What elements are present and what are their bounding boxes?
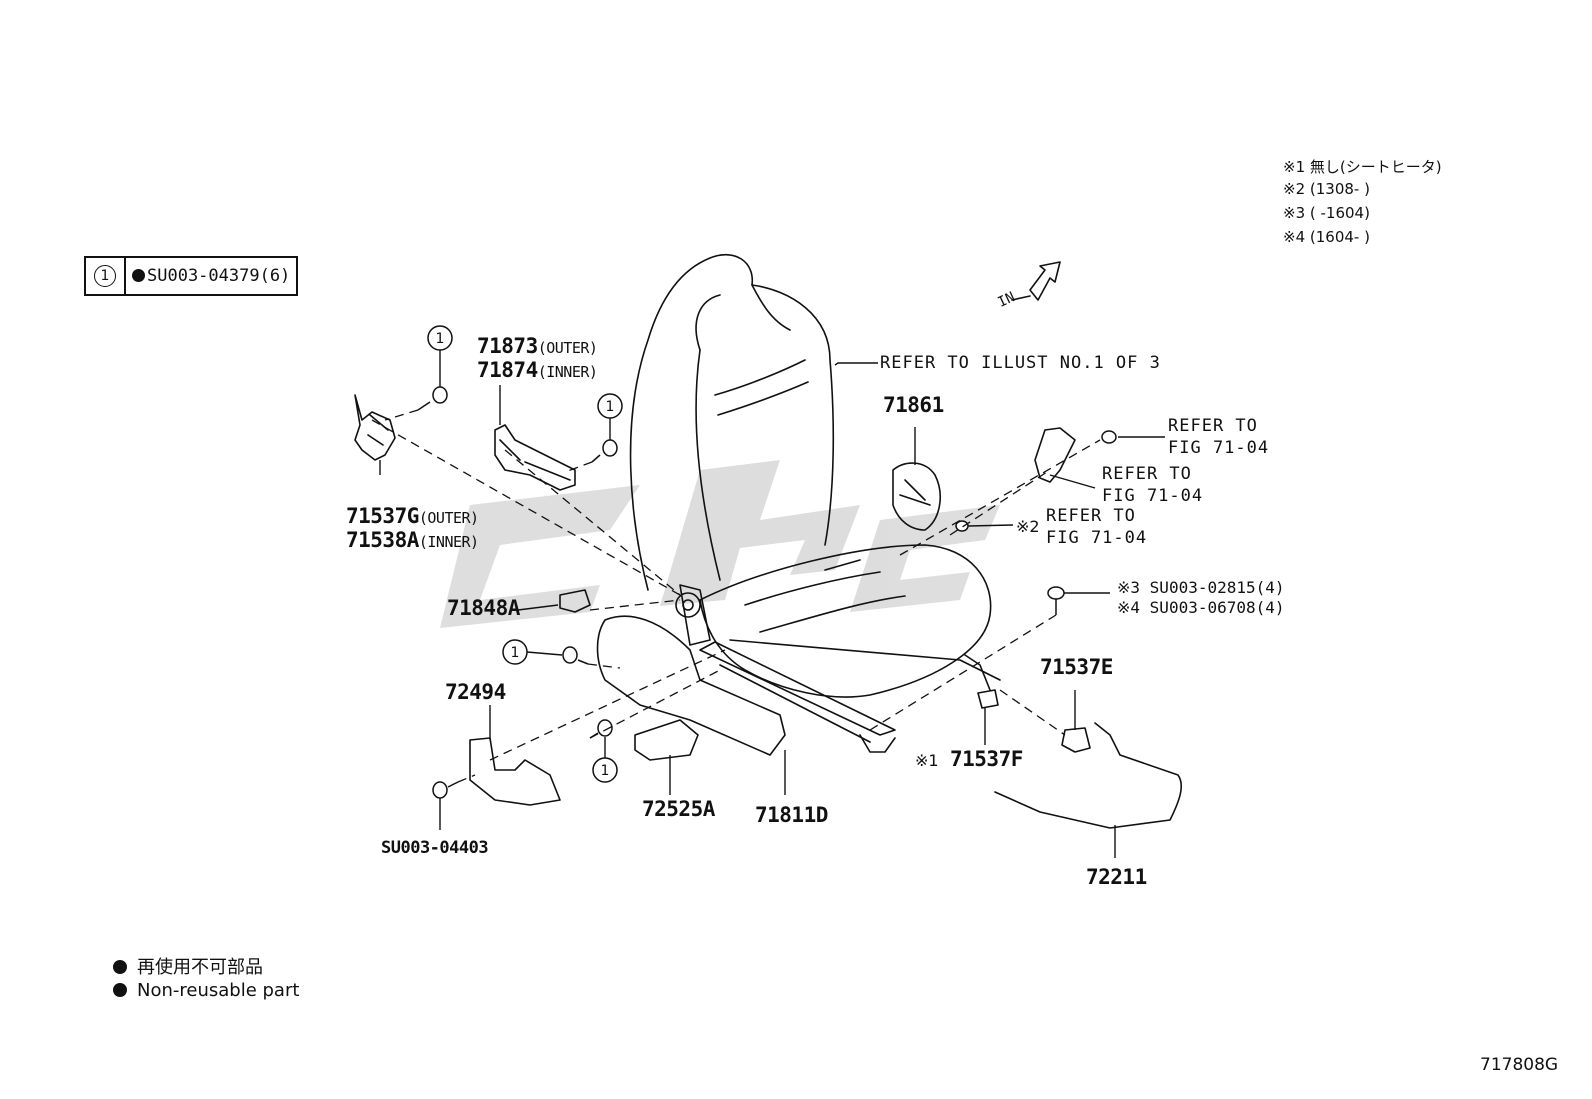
- part-71811D: 71811D: [755, 803, 828, 827]
- part-SU003-04403: SU003-04403: [381, 838, 489, 858]
- shield-71811D: [596, 615, 786, 756]
- part-71537G: 71537G(OUTER): [346, 504, 479, 528]
- legend-en: Non-reusable part: [137, 980, 300, 1001]
- figure-id: 717808G: [1480, 1055, 1559, 1075]
- refer-illust-label: REFER TO ILLUST NO.1 OF 3: [880, 353, 1161, 373]
- legend-dot-icon: [113, 983, 127, 997]
- callout-marker: 1: [94, 265, 116, 287]
- legend-jp: 再使用不可部品: [137, 957, 263, 978]
- note-3: ※3 ( -1604): [1283, 204, 1370, 222]
- refer-fig-a-line1: REFER TO: [1168, 416, 1258, 436]
- marker-1b: 1: [606, 399, 615, 415]
- part-71538A: 71538A(INNER): [346, 528, 479, 552]
- watermark: [440, 460, 1000, 628]
- part-71874: 71874(INNER): [477, 358, 598, 382]
- refer-fig-a-line2: FIG 71-04: [1168, 438, 1270, 458]
- legend-dot-icon: [113, 960, 127, 974]
- marker-1a: 1: [436, 331, 445, 347]
- harness-72211: [994, 722, 1182, 829]
- seat-cushion-outline: [699, 544, 992, 698]
- seat-rail: [699, 641, 896, 736]
- legend-jp-row: 再使用不可部品: [113, 953, 263, 979]
- part-72211: 72211: [1086, 865, 1147, 889]
- note-1: ※1 無し(シートヒータ): [1283, 158, 1442, 176]
- part-71848A: 71848A: [447, 596, 520, 620]
- bolt-label-4: ※4 SU003-06708(4): [1117, 598, 1285, 617]
- shield-71861: [892, 462, 941, 531]
- part-71537F: 71537F: [950, 747, 1023, 771]
- refer-fig-c-line2: FIG 71-04: [1046, 528, 1148, 548]
- part-71861: 71861: [883, 393, 944, 417]
- part-72494: 72494: [445, 680, 506, 704]
- marker-1d: 1: [601, 763, 610, 779]
- refer-fig-a: REFER TO FIG 71-04: [1168, 415, 1269, 459]
- mark-2: ※2: [1016, 517, 1040, 536]
- part-71873: 71873(OUTER): [477, 334, 598, 358]
- mark-1: ※1: [915, 751, 939, 770]
- note-2: ※2 (1308- ): [1283, 180, 1370, 198]
- note-4: ※4 (1604- ): [1283, 228, 1370, 246]
- refer-fig-b: REFER TO FIG 71-04: [1102, 463, 1203, 507]
- part-72525A: 72525A: [642, 797, 715, 821]
- refer-fig-c-line1: REFER TO: [1046, 506, 1136, 526]
- legend-en-row: Non-reusable part: [113, 980, 299, 1001]
- callout-part-number: SU003-04379(6): [147, 266, 291, 286]
- refer-fig-b-line2: FIG 71-04: [1102, 486, 1204, 506]
- seat-back-outline: [629, 253, 835, 591]
- refer-fig-b-line1: REFER TO: [1102, 464, 1192, 484]
- bolt-label-3: ※3 SU003-02815(4): [1117, 578, 1285, 597]
- part-71537E: 71537E: [1040, 655, 1113, 679]
- marker-1c: 1: [511, 645, 520, 661]
- refer-fig-c: REFER TO FIG 71-04: [1046, 505, 1147, 549]
- fastener-callout-box: 1 SU003-04379(6): [84, 256, 298, 296]
